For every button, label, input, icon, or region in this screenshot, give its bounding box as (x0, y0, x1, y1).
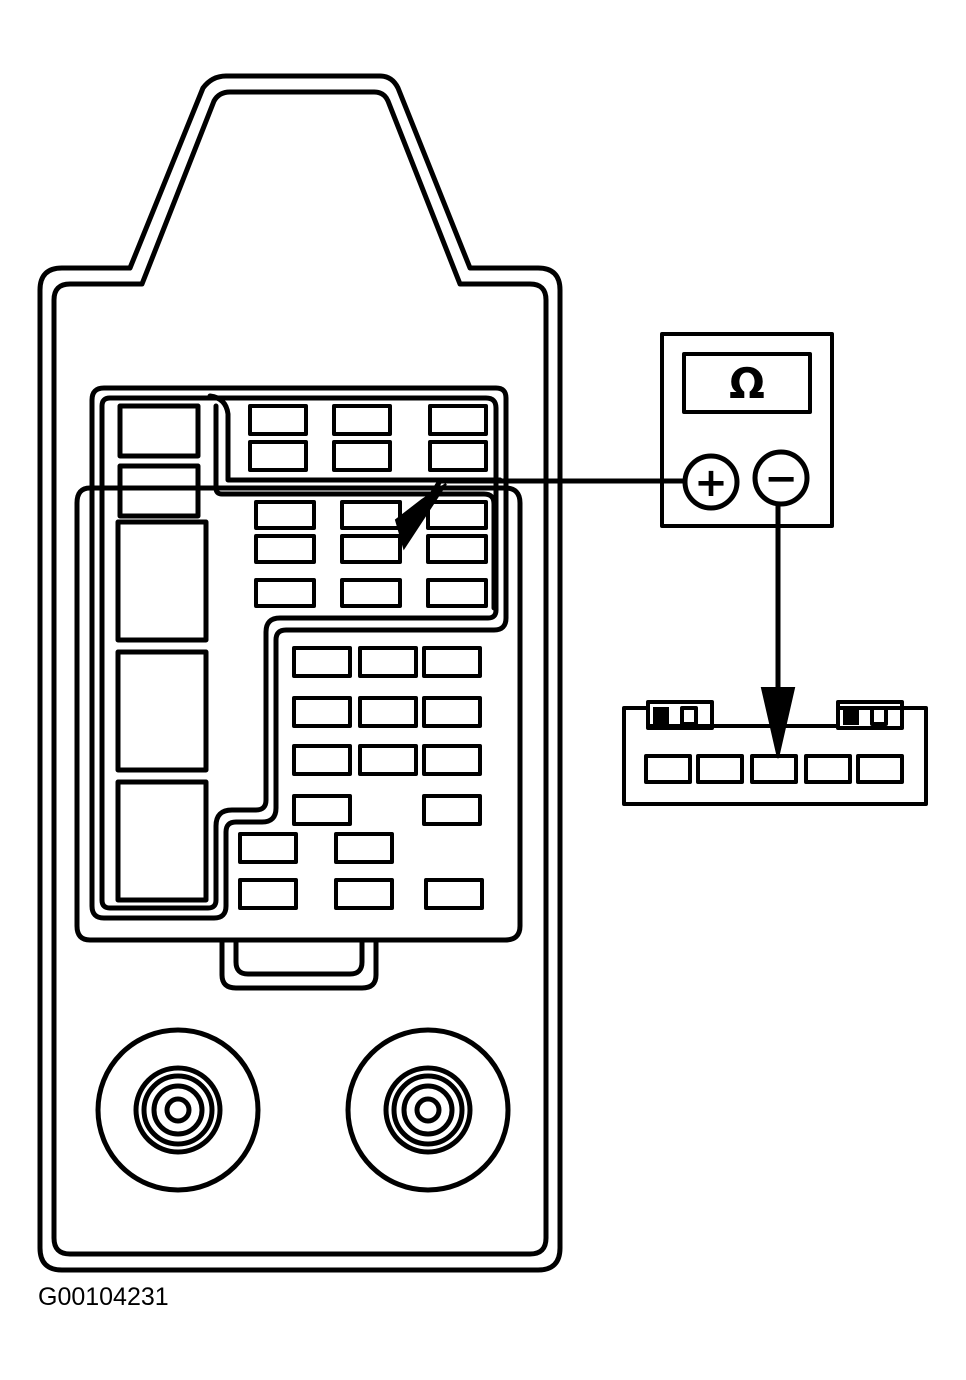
terminal-stud-icon (95, 1027, 261, 1193)
connector-icon (622, 700, 928, 806)
fuse-group-top (248, 404, 488, 472)
ohmmeter-icon: Ω + − (660, 332, 834, 528)
figure-id-label: G00104231 (38, 1283, 169, 1311)
negative-probe-arrow-icon (760, 687, 796, 759)
positive-jack (682, 453, 740, 511)
ohm-symbol: Ω (729, 359, 765, 408)
connector-pins (644, 754, 904, 784)
positive-probe-arrow-icon (394, 483, 447, 551)
negative-test-lead (760, 499, 796, 759)
terminal-stud-icon (345, 1027, 511, 1193)
relay-column (115, 403, 209, 903)
fuse-box-icon (37, 73, 563, 1273)
fuse-group-middle (254, 500, 488, 608)
fuse-group-lower (238, 646, 484, 910)
positive-test-lead (394, 478, 689, 551)
plus-icon: + (694, 460, 728, 506)
negative-jack (752, 449, 810, 507)
minus-icon: − (764, 456, 798, 502)
